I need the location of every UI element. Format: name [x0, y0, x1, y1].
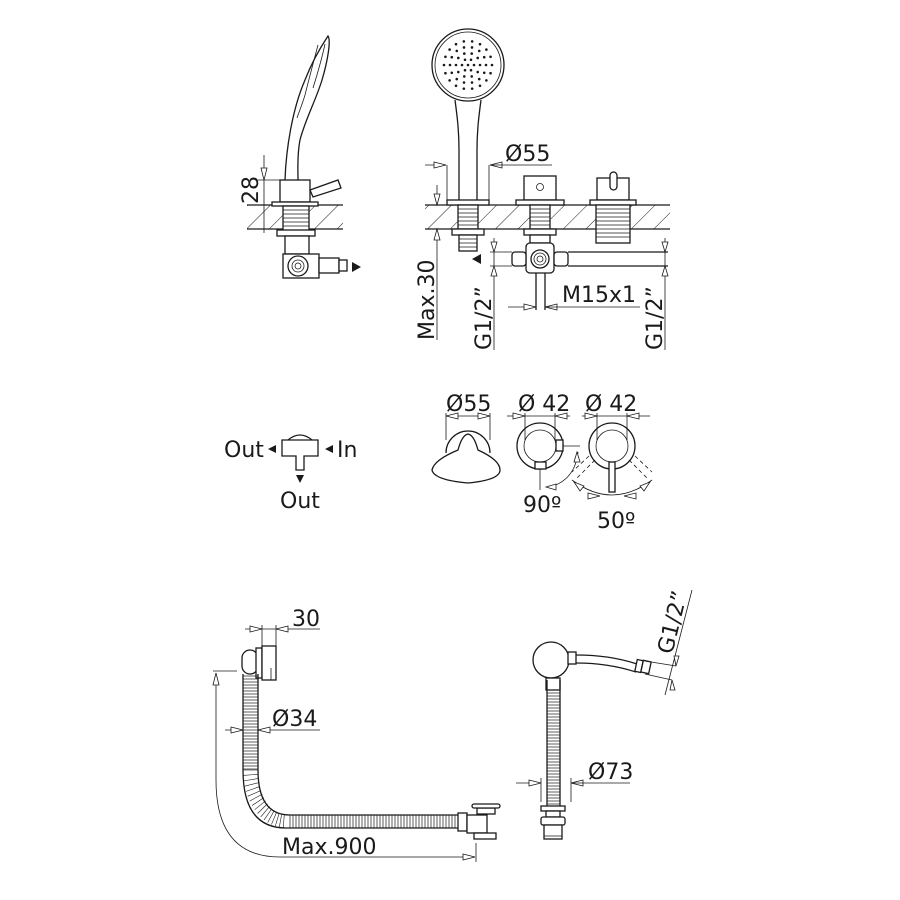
front-view: Ø55 Max.30 G1/2” M15x1 G1/2”	[415, 28, 670, 350]
spray-nozzles	[442, 40, 494, 90]
filler-diameter-dimension: Ø73	[588, 760, 633, 785]
plan-valve1-diameter: Ø 42	[518, 392, 570, 417]
flow-out-bottom-label: Out	[280, 489, 320, 514]
inlet-thread-right-dimension: G1/2”	[643, 286, 668, 350]
valve2-rotation-angle: 50º	[597, 509, 635, 534]
inlet-thread-left-dimension: G1/2”	[472, 286, 497, 350]
valve1-rotation-angle: 90º	[523, 493, 561, 518]
flow-out-left-label: Out	[224, 438, 264, 463]
out-down-arrow-icon	[296, 475, 304, 483]
flow-arrow-icon	[472, 254, 481, 264]
flow-arrow-icon	[352, 262, 361, 272]
flow-in-label: In	[337, 438, 357, 463]
shower-diameter-dimension: Ø55	[505, 142, 550, 167]
max-deck-thickness-dimension: Max.30	[415, 260, 440, 340]
plan-valve2-diameter: Ø 42	[585, 392, 637, 417]
hose-corrugation	[243, 675, 258, 770]
in-arrow-icon	[325, 445, 333, 453]
side-view: 28	[239, 34, 361, 279]
side-height-dimension: 28	[239, 176, 264, 204]
filler-inlet-thread-dimension: G1/2”	[654, 588, 694, 656]
out-arrow-icon	[268, 445, 276, 453]
filler-view: Ø73 G1/2”	[516, 588, 694, 840]
overflow-depth-dimension: 30	[292, 607, 320, 632]
plan-view: Ø55 Ø 42 90º Ø 42 50º	[431, 392, 653, 534]
outlet-thread-dimension: M15x1	[562, 283, 636, 308]
handshower-side-profile	[284, 34, 330, 181]
hose-diameter-dimension: Ø34	[272, 707, 317, 732]
max-length-dimension: Max.900	[282, 835, 376, 860]
plan-shower-diameter: Ø55	[446, 392, 491, 417]
flow-legend: Out In Out	[224, 434, 357, 514]
filler-head	[532, 641, 570, 679]
waste-overflow: 30 Ø34 Max.900	[212, 607, 501, 862]
